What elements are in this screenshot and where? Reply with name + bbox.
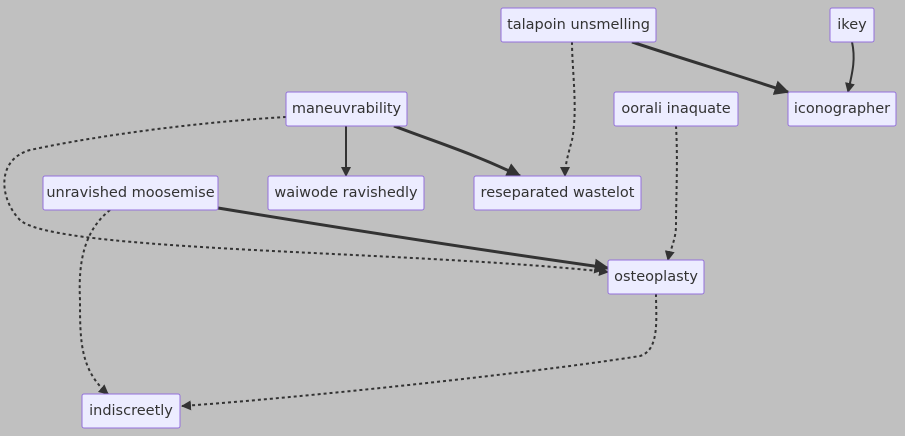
edge-maneuvrability-to-osteoplasty	[3, 116, 609, 277]
edge-unravished-to-osteoplasty	[217, 206, 610, 274]
edges-group	[3, 40, 855, 411]
node-label: indiscreetly	[89, 403, 173, 419]
node-osteoplasty[interactable]: osteoplasty	[607, 259, 705, 295]
node-label: osteoplasty	[614, 269, 698, 285]
node-label: unravished moosemise	[46, 185, 214, 201]
edge-talapoin-to-iconographer	[631, 40, 790, 95]
node-waiwode-ravishedly[interactable]: waiwode ravishedly	[267, 175, 425, 211]
node-label: oorali inaquate	[621, 101, 730, 117]
edge-oorali-to-osteoplasty	[664, 125, 678, 261]
node-label: iconographer	[794, 101, 890, 117]
node-ikey[interactable]: ikey	[829, 7, 875, 43]
node-label: talapoin unsmelling	[507, 17, 650, 33]
edge-maneuvrability-to-reseparated	[393, 124, 522, 178]
node-label: waiwode ravishedly	[274, 185, 418, 201]
edge-talapoin-to-reseparated	[560, 41, 576, 177]
node-label: reseparated wastelot	[481, 185, 635, 201]
edge-unravished-to-indiscreetly	[78, 209, 111, 395]
node-iconographer[interactable]: iconographer	[787, 91, 897, 127]
edge-osteoplasty-to-indiscreetly	[181, 293, 658, 411]
node-reseparated-wastelot[interactable]: reseparated wastelot	[473, 175, 642, 211]
node-talapoin-unsmelling[interactable]: talapoin unsmelling	[500, 7, 657, 43]
node-indiscreetly[interactable]: indiscreetly	[81, 393, 181, 429]
node-label: maneuvrability	[292, 101, 402, 117]
edge-ikey-to-iconographer	[845, 41, 855, 93]
node-maneuvrability[interactable]: maneuvrability	[285, 91, 408, 127]
node-label: ikey	[837, 17, 867, 33]
node-unravished-moosemise[interactable]: unravished moosemise	[42, 175, 219, 211]
node-oorali-inaquate[interactable]: oorali inaquate	[613, 91, 739, 127]
